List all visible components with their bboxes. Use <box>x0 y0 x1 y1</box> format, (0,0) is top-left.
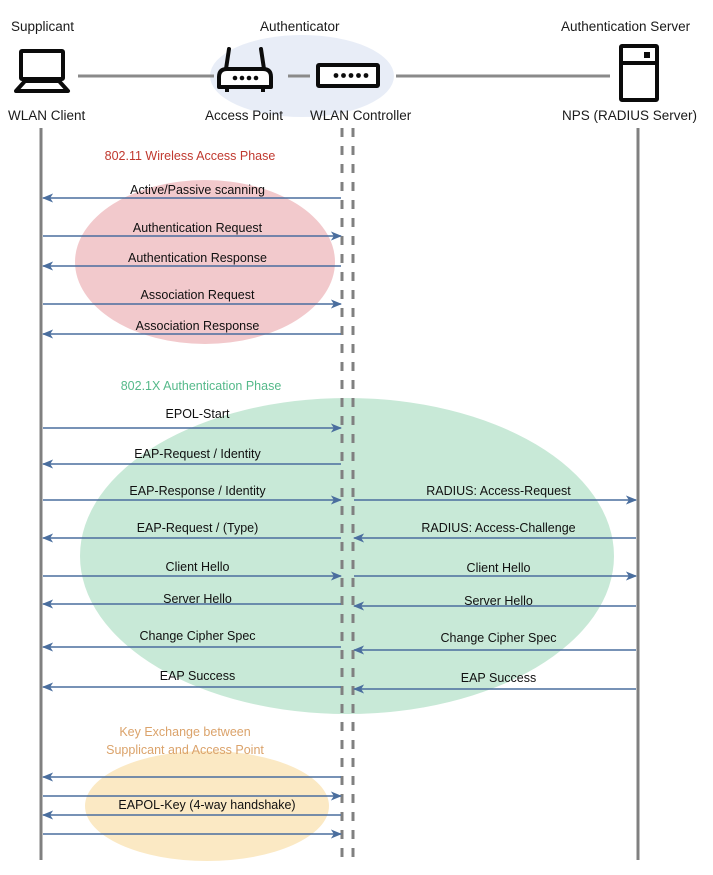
message-arrows-right <box>352 495 638 694</box>
phase-label-line: 802.1X Authentication Phase <box>120 379 282 393</box>
network-controller-icon <box>316 62 380 95</box>
message-label-right-4: Change Cipher Spec <box>440 631 557 645</box>
message-label-left-0: Active/Passive scanning <box>130 183 265 197</box>
phase-label-wireless-access: 802.11 Wireless Access Phase <box>105 147 276 165</box>
phase-label-line: Key Exchange between <box>119 725 251 739</box>
message-label-right-5: EAP Success <box>460 671 537 685</box>
message-label-left-6: EAP-Request / Identity <box>134 447 261 461</box>
message-label-left-1: Authentication Request <box>132 221 263 235</box>
message-label-right-0: RADIUS: Access-Request <box>426 484 571 498</box>
message-label-left-5: EPOL-Start <box>165 407 230 421</box>
message-label-right-1: RADIUS: Access-Challenge <box>421 521 576 535</box>
wireless-router-icon <box>213 47 277 100</box>
message-label-right-3: Server Hello <box>464 594 533 608</box>
actor-role-auth-server: Authentication Server <box>561 19 691 34</box>
message-label-left-9: Client Hello <box>165 560 230 574</box>
phase-label-line: 802.11 Wireless Access Phase <box>104 149 276 163</box>
phase-ellipse-wireless-access <box>75 180 335 344</box>
server-tower-icon <box>617 44 661 107</box>
message-arrows-left <box>41 193 343 839</box>
message-label-left-12: EAP Success <box>159 669 236 683</box>
message-label-left-3: Association Request <box>140 288 255 302</box>
message-label-right-2: Client Hello <box>466 561 531 575</box>
message-label-left-7: EAP-Response / Identity <box>129 484 266 498</box>
message-label-left-8: EAP-Request / (Type) <box>136 521 259 535</box>
actor-caption-access-point: Access Point <box>205 108 284 123</box>
phase-label-dot1x-auth: 802.1X Authentication Phase <box>121 377 282 395</box>
floating-label-eapol-key: EAPOL-Key (4-way handshake) <box>118 798 296 812</box>
actor-caption-wlan-client: WLAN Client <box>8 108 86 123</box>
message-label-left-11: Change Cipher Spec <box>139 629 256 643</box>
actor-caption-nps: NPS (RADIUS Server) <box>562 108 698 123</box>
actor-role-authenticator: Authenticator <box>260 19 340 34</box>
laptop-icon <box>12 49 72 100</box>
phase-label-line: Supplicant and Access Point <box>106 743 264 757</box>
actor-role-supplicant: Supplicant <box>11 19 75 34</box>
message-label-left-2: Authentication Response <box>128 251 267 265</box>
phase-ellipse-dot1x <box>80 398 614 714</box>
message-label-left-10: Server Hello <box>163 592 232 606</box>
actor-caption-wlan-controller: WLAN Controller <box>310 108 412 123</box>
message-label-left-4: Association Response <box>135 319 260 333</box>
